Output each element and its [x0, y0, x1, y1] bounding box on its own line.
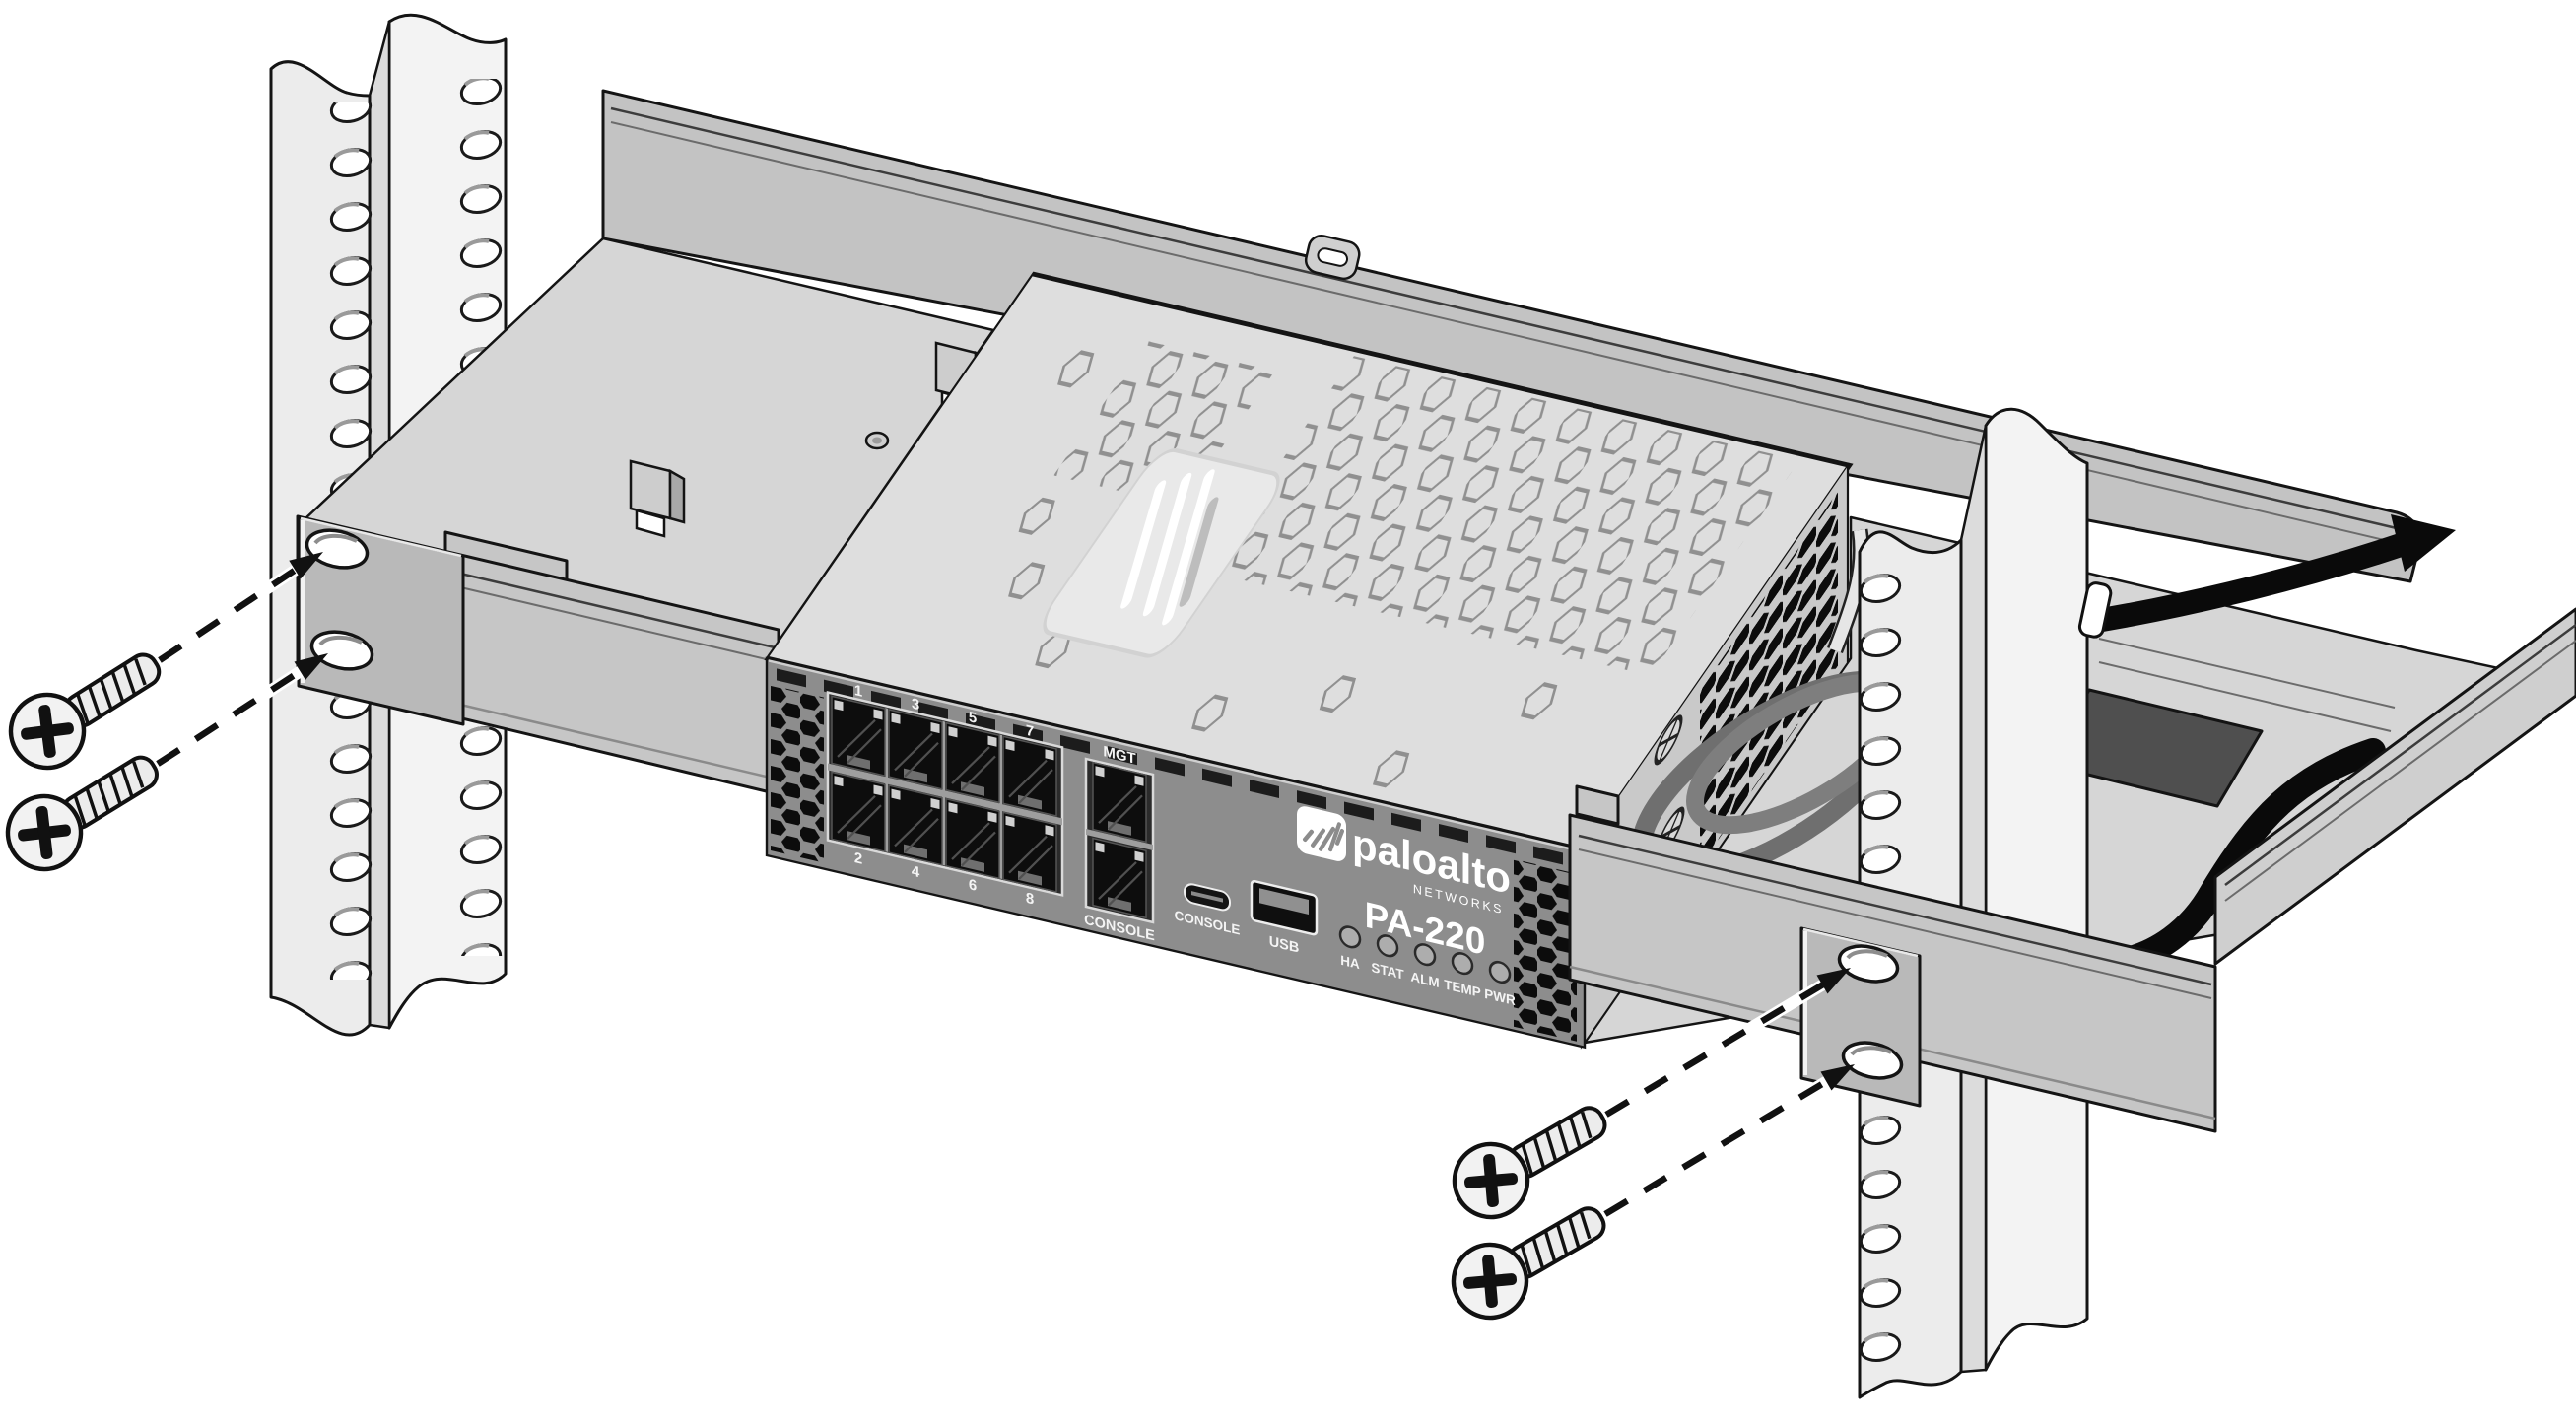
led-label-ha: HA: [1340, 953, 1360, 972]
right-post-fold: [1959, 424, 1988, 1374]
floor-standoff: [864, 431, 890, 450]
arrowhead-right-top: [1816, 968, 1851, 994]
ear-slot-left-bottom: [309, 630, 374, 671]
led-label-pwr: PWR: [1484, 986, 1516, 1008]
ear-slot-left-top: [305, 528, 370, 570]
ear-slot-right-bottom: [1841, 1041, 1904, 1080]
top-ghost-logo: [1043, 448, 1280, 658]
led-alm: [1413, 943, 1437, 967]
cable-arrowhead: [2391, 514, 2456, 572]
right-rack-post: [1855, 407, 2089, 1399]
led-stat: [1376, 934, 1399, 958]
right-post-side-flange: [1984, 407, 2089, 1372]
rail-step-tab-right: [1575, 784, 1620, 826]
console-rj45-port: [1091, 837, 1148, 919]
eth-port-2: [830, 771, 887, 853]
eth-port-4: [887, 784, 944, 866]
ear-slot-right-top: [1837, 944, 1900, 984]
top-vent-hex-patch-main: [1204, 356, 1799, 676]
device-front-panel: 1 3 5 7 2 4 6 8 MGT CONSOLE: [765, 656, 1587, 1050]
leader-left-top: [158, 567, 298, 663]
panel-honeycomb-right: [1514, 858, 1577, 1042]
eth-label-2: 2: [854, 849, 862, 868]
cable-clip-white: [2077, 581, 2113, 639]
led-label-alm: ALM: [1410, 969, 1439, 990]
eth-port-1: [830, 695, 887, 778]
cable-loop-tab: [1304, 235, 1361, 281]
eth-port-3: [887, 709, 944, 790]
eth-label-8: 8: [1026, 890, 1034, 909]
eth-label-1: 1: [854, 682, 863, 701]
eth-label-3: 3: [912, 696, 919, 714]
panel-vent-dashes: [777, 668, 1577, 868]
eth-port-8: [1001, 811, 1058, 893]
usb-label: USB: [1269, 934, 1300, 957]
eth-port-7: [1001, 735, 1058, 817]
eth-label-5: 5: [969, 709, 978, 727]
tray-end-wall-right: [2213, 607, 2576, 966]
eth-label-4: 4: [912, 863, 920, 882]
device-top-face: [764, 271, 1854, 853]
arrowhead-left-top: [289, 552, 323, 579]
led-pwr: [1488, 960, 1512, 984]
panel-honeycomb-left: [771, 684, 824, 863]
leader-left-bottom: [156, 668, 303, 767]
led-ha: [1338, 925, 1362, 949]
side-vent-honeycomb: [1700, 491, 1838, 866]
eth-port-5: [944, 721, 1001, 804]
mounting-ear-left: [297, 515, 465, 726]
usb-port: USB: [1250, 879, 1319, 957]
eth-port-6: [944, 797, 1001, 880]
mgt-port: [1091, 761, 1148, 844]
ethernet-port-block: 1 3 5 7 2 4 6 8: [826, 682, 1064, 909]
eth-label-7: 7: [1026, 722, 1034, 741]
arrowhead-right-bottom: [1820, 1064, 1855, 1091]
paloalto-logo-mark: [1297, 806, 1346, 861]
brand-block: paloalto NETWORKS PA-220: [1297, 806, 1511, 963]
led-temp: [1451, 952, 1474, 976]
top-vent-hex-patch-left: [1053, 340, 1275, 506]
arrowhead-left-bottom: [294, 653, 328, 680]
fastening-annotations: [0, 552, 1855, 1331]
eth-label-6: 6: [969, 876, 977, 895]
side-screw-1: [1654, 714, 1683, 766]
